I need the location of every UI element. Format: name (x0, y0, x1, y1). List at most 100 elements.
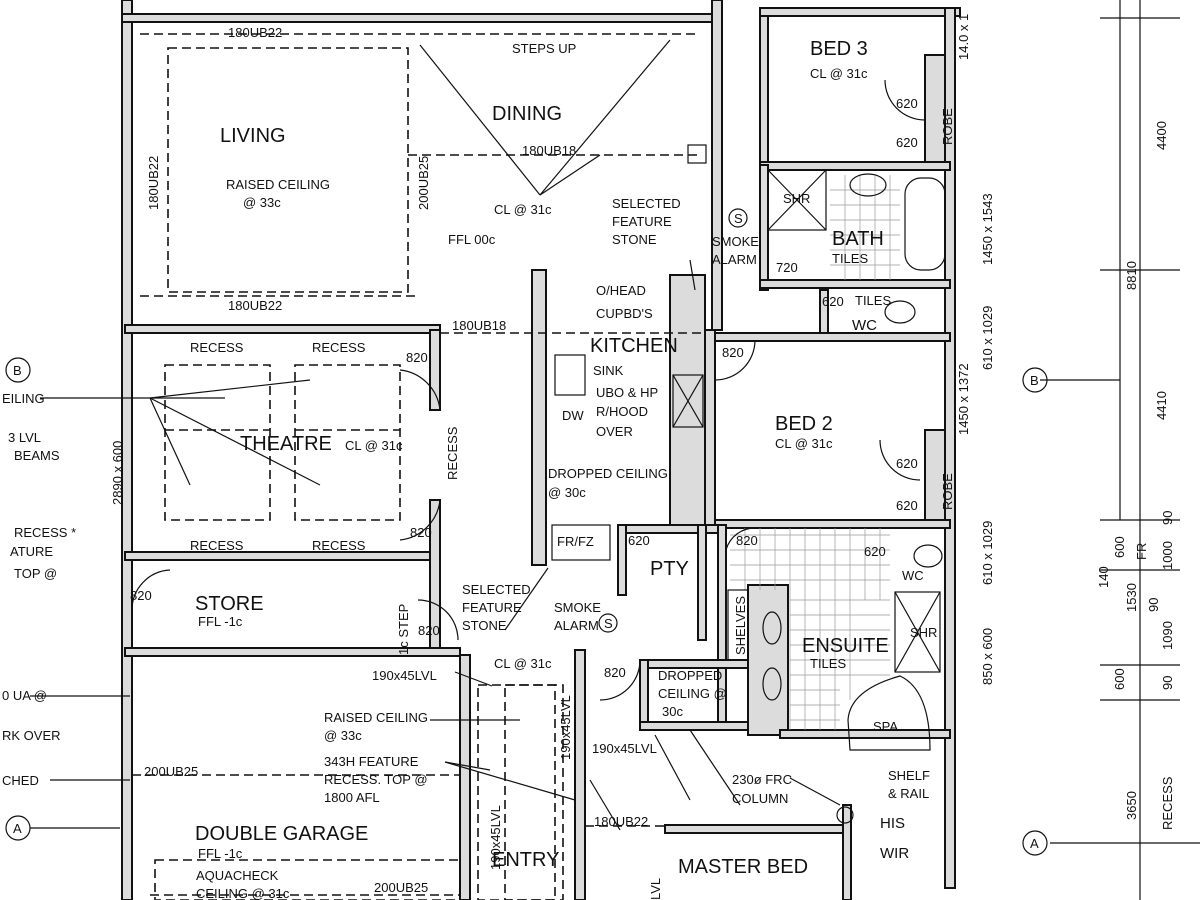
margin-ua: 0 UA @ (2, 688, 47, 703)
stone-2-b: FEATURE (462, 600, 522, 615)
dim-1530: 1530 (1124, 583, 1139, 612)
dining-diagonal-3 (539, 154, 601, 196)
tile-grid (730, 175, 900, 730)
shelves-unit (727, 589, 749, 661)
doors (131, 79, 926, 701)
hall-cl: CL @ 31c (494, 656, 552, 671)
leader-recess-b (444, 761, 491, 771)
smoke-alarm-2-symbol (598, 613, 618, 633)
leader-2 (149, 397, 191, 486)
kitchen-label: KITCHEN (590, 335, 678, 357)
smoke-symbol-1: S (734, 211, 743, 226)
ensuite-toilet (913, 544, 943, 568)
bath-basin (849, 173, 887, 197)
theatre-south-wall (124, 551, 441, 561)
bath-tiles (830, 175, 900, 280)
leaders (30, 259, 841, 806)
stone-2-a: SELECTED (462, 582, 531, 597)
labels: 180UB22 180UB18 180UB22 180UB18 200UB25 … (2, 14, 1175, 900)
dropped-hall-3: 30c (662, 704, 683, 719)
leader-stone (689, 259, 696, 291)
frc-column (836, 806, 854, 824)
dim-8810: 8810 (1124, 261, 1139, 290)
living-ceiling-2: @ 33c (243, 195, 281, 210)
shelf-rail-2: & RAIL (888, 786, 929, 801)
kitchen-bench (531, 269, 547, 566)
dim-600b: 600 (1112, 668, 1127, 690)
bed2-south-wall (709, 519, 951, 529)
entry-east-wall (574, 649, 586, 900)
cooktop-cross (672, 374, 704, 428)
entry-west-wall (459, 654, 471, 900)
smoke-alarm-1-symbol (728, 208, 748, 228)
entry-raised (504, 684, 556, 900)
shelf-rail-1: SHELF (888, 768, 930, 783)
margin-top: TOP @ (14, 566, 57, 581)
margin-rk: RK OVER (2, 728, 61, 743)
dim-620-f: 620 (864, 544, 886, 559)
ohead-1: O/HEAD (596, 283, 646, 298)
theatre-recess-left (164, 364, 271, 521)
stone-1-a: SELECTED (612, 196, 681, 211)
hall-diagonal-2 (589, 779, 621, 831)
fixtures (551, 144, 946, 824)
smoke-alarm-2-b: ALARM (554, 618, 599, 633)
raised-entry-2: @ 33c (324, 728, 362, 743)
shr-ensuite: SHR (910, 625, 937, 640)
bath-west-wall (759, 164, 769, 291)
feature-recess-3: 1800 AFL (324, 790, 380, 805)
dim-620-e: 620 (896, 498, 918, 513)
fridge (551, 524, 611, 561)
tiles-wc: TILES (855, 293, 891, 308)
store-ffl: FFL -1c (198, 614, 243, 629)
leader-stone-2 (504, 567, 549, 631)
ensuite-shower (894, 591, 941, 673)
bed2-door (714, 339, 756, 381)
wir-west-wall (842, 804, 852, 900)
store-south-wall (124, 647, 461, 657)
leader-recess-a (444, 761, 576, 801)
feature-stone-post (687, 144, 707, 164)
section-a-left-marker (5, 815, 31, 841)
section-a-right-marker (1022, 830, 1048, 856)
stone-1-b: FEATURE (612, 214, 672, 229)
robe3-door (884, 79, 926, 121)
theatre-east-wall-top (429, 329, 441, 411)
dining-label: DINING (492, 103, 562, 125)
margin-ature: ATURE (10, 544, 53, 559)
dim-3650: 3650 (1124, 791, 1139, 820)
margin-ched: CHED (2, 773, 39, 788)
raised-entry-1: RAISED CEILING (324, 710, 428, 725)
pty-east-wall (697, 524, 707, 641)
theatre-recess-right (294, 364, 401, 521)
lvl-label-5: LVL (648, 878, 663, 900)
section-b-left-marker (5, 357, 31, 383)
bed3-south-wall (759, 161, 951, 171)
dim-820-c: 820 (130, 588, 152, 603)
beam-label-living-south: 180UB22 (228, 298, 282, 313)
recess-1: RECESS (190, 340, 244, 355)
dim-820-b: 820 (410, 525, 432, 540)
ohead-2: CUPBD'S (596, 306, 653, 321)
section-a-right-letter: A (1030, 836, 1039, 851)
dim-140: 140 (1096, 566, 1111, 588)
theatre-cl: CL @ 31c (345, 438, 403, 453)
pty-label: PTY (650, 558, 689, 580)
spa-label: SPA (873, 719, 898, 734)
feature-recess-1: 343H FEATURE (324, 754, 419, 769)
dim-820-g: 820 (604, 665, 626, 680)
garage-aquacheck (154, 859, 461, 900)
living-ceiling-1: RAISED CEILING (226, 177, 330, 192)
dim-600a: 600 (1112, 536, 1127, 558)
master-bed-label: MASTER BED (678, 856, 808, 878)
shelves-label: SHELVES (733, 596, 748, 655)
dim-620-g: 620 (628, 533, 650, 548)
dropped-kitchen-2: @ 30c (548, 485, 586, 500)
frc-2: COLUMN (732, 791, 788, 806)
recess-4: RECESS (312, 538, 366, 553)
dim-620-b: 620 (896, 135, 918, 150)
dining-diagonal-1 (419, 44, 541, 196)
smoke-alarm-2-a: SMOKE (554, 600, 601, 615)
dim-820-d: 820 (418, 623, 440, 638)
margin-beams: BEAMS (14, 448, 60, 463)
